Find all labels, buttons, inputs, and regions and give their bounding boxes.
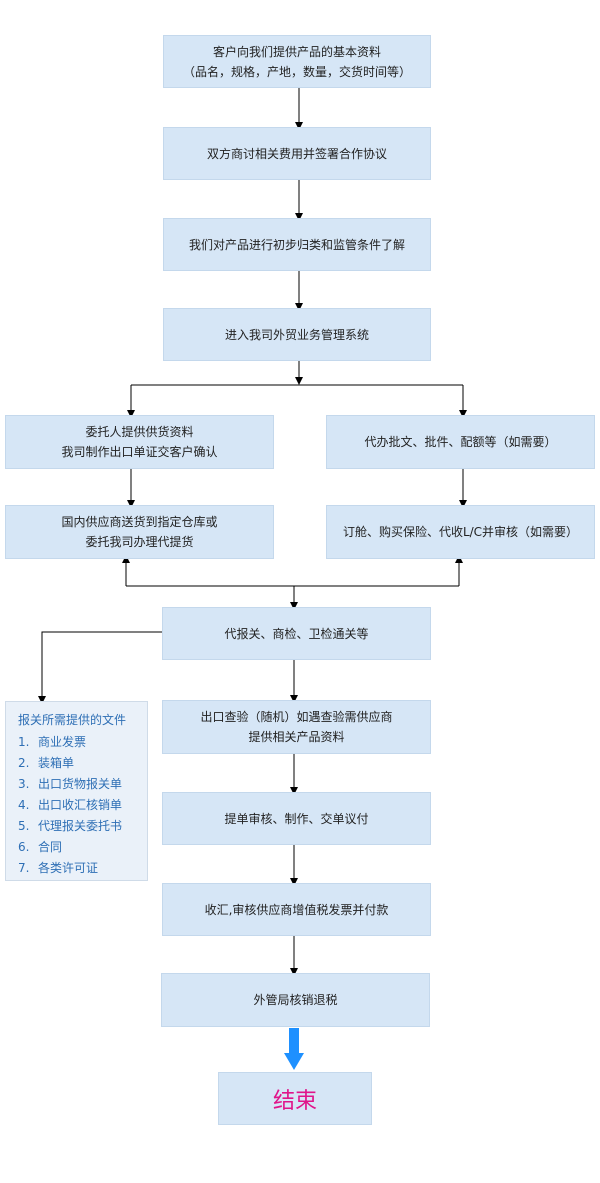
step-customs: 代报关、商检、卫检通关等: [162, 607, 431, 660]
step-system-entry-label: 进入我司外贸业务管理系统: [224, 327, 369, 342]
step-booking-label: 订舱、购买保险、代收L/C并审核（如需要）: [342, 525, 579, 539]
list-item: 3.出口货物报关单: [18, 777, 123, 791]
step-delivery-line1: 国内供应商送货到指定仓库或: [61, 515, 218, 529]
step-agreement: 双方商讨相关费用并签署合作协议: [163, 127, 431, 180]
step-supply-docs: 委托人提供供货资料 我司制作出口单证交客户确认: [5, 415, 274, 469]
list-item: 1.商业发票: [18, 735, 87, 749]
step-bill-review-label: 提单审核、制作、交单议付: [224, 811, 369, 826]
step-basic-info-line2: （品名，规格，产地，数量，交货时间等）: [182, 64, 411, 79]
step-supply-docs-line1: 委托人提供供货资料: [85, 425, 194, 439]
step-basic-info: 客户向我们提供产品的基本资料 （品名，规格，产地，数量，交货时间等）: [163, 35, 431, 88]
step-tax-refund: 外管局核销退税: [161, 973, 430, 1027]
step-classification: 我们对产品进行初步归类和监管条件了解: [163, 218, 431, 271]
end-box: 结束: [218, 1072, 372, 1125]
step-classification-label: 我们对产品进行初步归类和监管条件了解: [188, 237, 405, 252]
list-item: 5.代理报关委托书: [18, 819, 123, 833]
list-item: 6.合同: [18, 840, 63, 854]
end-label: 结束: [272, 1088, 317, 1114]
step-customs-label: 代报关、商检、卫检通关等: [224, 626, 369, 641]
required-docs-panel: 报关所需提供的文件 1.商业发票 2.装箱单 3.出口货物报关单 4.出口收汇核…: [5, 701, 148, 881]
step-payment: 收汇,审核供应商增值税发票并付款: [162, 883, 431, 936]
list-item: 7.各类许可证: [18, 861, 99, 875]
step-delivery: 国内供应商送货到指定仓库或 委托我司办理代提货: [5, 505, 274, 559]
step-bill-review: 提单审核、制作、交单议付: [162, 792, 431, 845]
step-tax-refund-label: 外管局核销退税: [253, 993, 338, 1007]
step-system-entry: 进入我司外贸业务管理系统: [163, 308, 431, 361]
step-inspection: 出口查验（随机）如遇查验需供应商 提供相关产品资料: [162, 700, 431, 754]
step-agreement-label: 双方商讨相关费用并签署合作协议: [206, 146, 387, 161]
step-inspection-line2: 提供相关产品资料: [248, 730, 345, 744]
big-arrow-icon: [284, 1028, 304, 1070]
arrow-s5-docs: [38, 631, 162, 704]
step-basic-info-line1: 客户向我们提供产品的基本资料: [212, 44, 381, 59]
required-docs-title: 报关所需提供的文件: [18, 713, 127, 727]
step-booking: 订舱、购买保险、代收L/C并审核（如需要）: [326, 505, 595, 559]
step-supply-docs-line2: 我司制作出口单证交客户确认: [61, 445, 218, 459]
step-delivery-line2: 委托我司办理代提货: [85, 535, 194, 549]
step-permits: 代办批文、批件、配额等（如需要）: [326, 415, 595, 469]
list-item: 4.出口收汇核销单: [18, 798, 123, 812]
step-permits-label: 代办批文、批件、配额等（如需要）: [364, 435, 557, 449]
step-inspection-line1: 出口查验（随机）如遇查验需供应商: [200, 710, 393, 724]
step-payment-label: 收汇,审核供应商增值税发票并付款: [204, 902, 389, 917]
list-item: 2.装箱单: [18, 756, 75, 770]
